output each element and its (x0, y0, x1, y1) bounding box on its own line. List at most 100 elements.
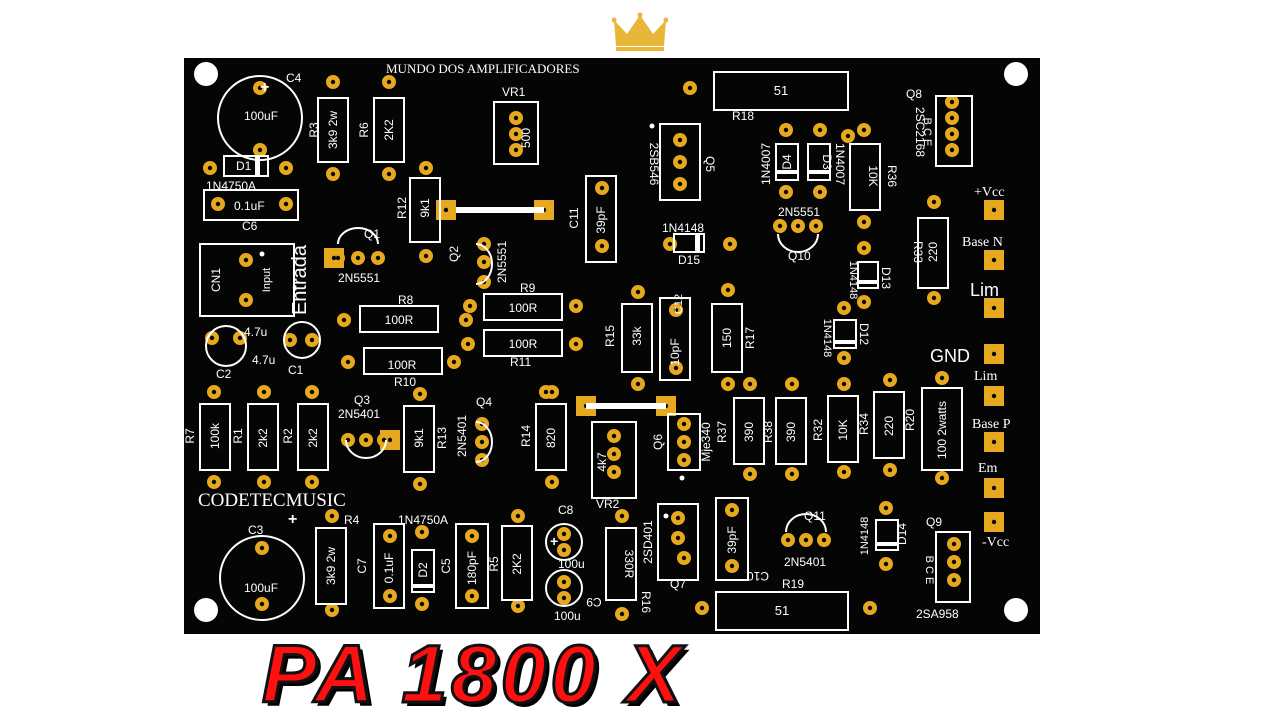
pad-hole (747, 471, 753, 477)
title-banner: PA 1800 X (260, 628, 822, 722)
label-q10: Q10 (788, 249, 811, 263)
value-r10: 100R (388, 358, 417, 372)
pad-hole (861, 219, 867, 225)
crown-icon (612, 12, 668, 51)
pad-hole (845, 133, 851, 139)
value-r15: 33k (630, 325, 644, 345)
label-vr2: VR2 (596, 497, 620, 511)
label-q7: Q7 (670, 577, 686, 591)
pad-hole (991, 207, 997, 213)
value-r9: 100R (509, 301, 538, 315)
pad-hole (681, 421, 687, 427)
label-r19: R19 (782, 577, 804, 591)
pad-hole (635, 381, 641, 387)
value-r16: 330R (622, 550, 636, 579)
pad-hole (467, 303, 473, 309)
pad-hole (387, 437, 393, 443)
pad-hole (561, 547, 567, 553)
pad-hole (951, 541, 957, 547)
label-r4: R4 (344, 513, 360, 527)
label-c3: C3 (248, 523, 264, 537)
component-outlines (199, 71, 973, 631)
conn-lim-top: Lim (970, 280, 999, 300)
pad-hole (469, 533, 475, 539)
pad-hole (375, 255, 381, 261)
pad-hole (991, 485, 997, 491)
pad-hole (599, 243, 605, 249)
pad-hole (561, 531, 567, 537)
pad-hole (515, 603, 521, 609)
pad-hole (841, 469, 847, 475)
plus-c8: + (550, 533, 558, 549)
pad-hole (783, 189, 789, 195)
pad-hole (795, 223, 801, 229)
pad-hole (515, 513, 521, 519)
pad-hole (465, 341, 471, 347)
pad-hole (619, 513, 625, 519)
pad-hole (573, 341, 579, 347)
type-d12: 1N4148 (821, 319, 833, 358)
label-r15: R15 (603, 325, 617, 347)
type-d13: 1N4148 (847, 261, 859, 300)
type-d3: 1N4007 (833, 143, 847, 185)
pad-hole (417, 481, 423, 487)
board-top-text: MUNDO DOS AMPLIFICADORES (386, 61, 580, 76)
value-c4: 100uF (244, 109, 278, 123)
type-q6: Mje340 (699, 422, 713, 462)
solder-pads (203, 75, 1004, 621)
pad-hole (951, 559, 957, 565)
pad-hole (887, 467, 893, 473)
value-r6: 2K2 (382, 119, 396, 141)
label-c2: C2 (216, 367, 232, 381)
value-r11: 100R (509, 337, 538, 351)
conn-lim-bottom: Lim (974, 369, 997, 384)
pad-hole (931, 199, 937, 205)
pad-hole (417, 391, 423, 397)
pad-hole (423, 165, 429, 171)
label-r14: R14 (519, 425, 533, 447)
pad-hole (841, 305, 847, 311)
pad-hole (335, 255, 341, 261)
pins-q9: B C E (923, 556, 935, 585)
conn-vcc-pos: +Vcc (974, 185, 1004, 200)
value-vr2: 4k7 (595, 452, 609, 472)
pad-hole (949, 115, 955, 121)
pad-hole (443, 207, 449, 213)
label-d15: D15 (678, 253, 700, 267)
label-cn1: CN1 (209, 268, 223, 292)
value-r17: 150 (720, 328, 734, 348)
label-r1: R1 (231, 428, 245, 444)
pad-hole (207, 165, 213, 171)
pad-hole (355, 255, 361, 261)
pad-hole (261, 389, 267, 395)
label-r9: R9 (520, 281, 536, 295)
value-r1: 2k2 (256, 428, 270, 448)
pad-hole (675, 515, 681, 521)
label-r34: R34 (857, 413, 871, 435)
value-r34: 220 (882, 416, 896, 436)
value-r32: 10K (836, 419, 850, 440)
pad-hole (725, 287, 731, 293)
label-c7: C7 (355, 558, 369, 574)
pad-hole (675, 535, 681, 541)
pad-hole (991, 393, 997, 399)
label-q5: Q5 (703, 156, 717, 172)
pad-hole (611, 433, 617, 439)
value-r5: 2K2 (510, 553, 524, 575)
value-vr1: 500 (519, 128, 533, 148)
type-q1: 2N5551 (338, 271, 380, 285)
value-r13: 9k1 (412, 428, 426, 448)
type-q7: 2SD401 (641, 520, 655, 564)
type-d14: 1N4148 (859, 517, 871, 556)
pad-hole (257, 85, 263, 91)
pad-hole (543, 389, 549, 395)
pad-hole (803, 537, 809, 543)
mount-hole (1004, 598, 1028, 622)
silkscreen-labels: MUNDO DOS AMPLIFICADORES C4 100uF + R3 3… (184, 61, 1011, 623)
label-r13: R13 (435, 427, 449, 449)
pad-hole (387, 533, 393, 539)
label-q11: Q11 (804, 509, 826, 523)
value-r38: 390 (784, 422, 798, 442)
value-r8: 100R (385, 313, 414, 327)
label-d4: D4 (780, 154, 794, 170)
